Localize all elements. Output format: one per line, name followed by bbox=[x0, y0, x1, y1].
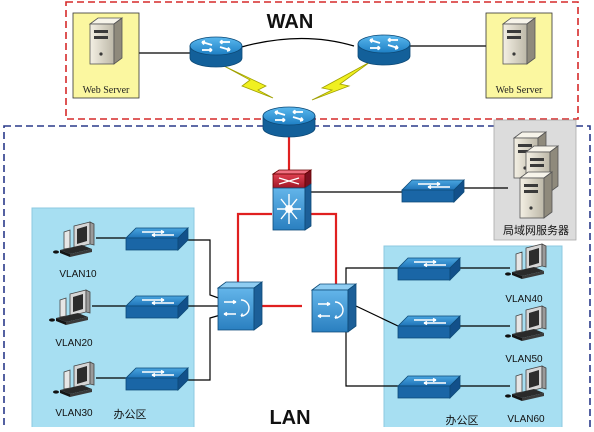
office-left-label: 办公区 bbox=[114, 408, 147, 421]
office-area-right bbox=[383, 245, 563, 432]
lan-server-cluster: 局域网服务器 bbox=[503, 131, 569, 237]
router-icon bbox=[262, 106, 316, 138]
serial-link-left bbox=[223, 65, 274, 99]
switch-icon bbox=[125, 227, 189, 251]
vlan40-label: VLAN40 bbox=[505, 294, 543, 305]
web-server-right-label: Web Server bbox=[496, 85, 543, 96]
router-icon bbox=[189, 36, 243, 68]
switch-icon bbox=[397, 315, 461, 339]
switch-icon bbox=[401, 179, 465, 203]
wan-region-border bbox=[65, 1, 579, 120]
multilayer-switch-icon bbox=[271, 169, 313, 231]
web-server-left-label: Web Server bbox=[83, 85, 130, 96]
wan-title: WAN bbox=[267, 11, 314, 33]
distribution-switch-left-icon bbox=[217, 281, 263, 331]
vlan50-label: VLAN50 bbox=[505, 354, 543, 365]
office-right-label: 办公区 bbox=[446, 414, 479, 427]
server-cluster-label: 局域网服务器 bbox=[503, 224, 569, 237]
switch-icon bbox=[125, 295, 189, 319]
vlan20-label: VLAN20 bbox=[55, 338, 93, 349]
web-server-right: Web Server bbox=[485, 12, 553, 99]
web-server-left: Web Server bbox=[72, 12, 140, 99]
distribution-switch-right-icon bbox=[311, 283, 357, 333]
switch-icon bbox=[397, 257, 461, 281]
vlan60-label: VLAN60 bbox=[507, 414, 545, 425]
lan-title: LAN bbox=[269, 407, 310, 427]
switch-icon bbox=[397, 375, 461, 399]
vlan30-label: VLAN30 bbox=[55, 408, 93, 419]
switch-icon bbox=[125, 367, 189, 391]
wan-links bbox=[127, 37, 497, 101]
serial-link-right bbox=[311, 61, 371, 101]
router-icon bbox=[357, 34, 411, 66]
vlan10-label: VLAN10 bbox=[59, 269, 97, 280]
